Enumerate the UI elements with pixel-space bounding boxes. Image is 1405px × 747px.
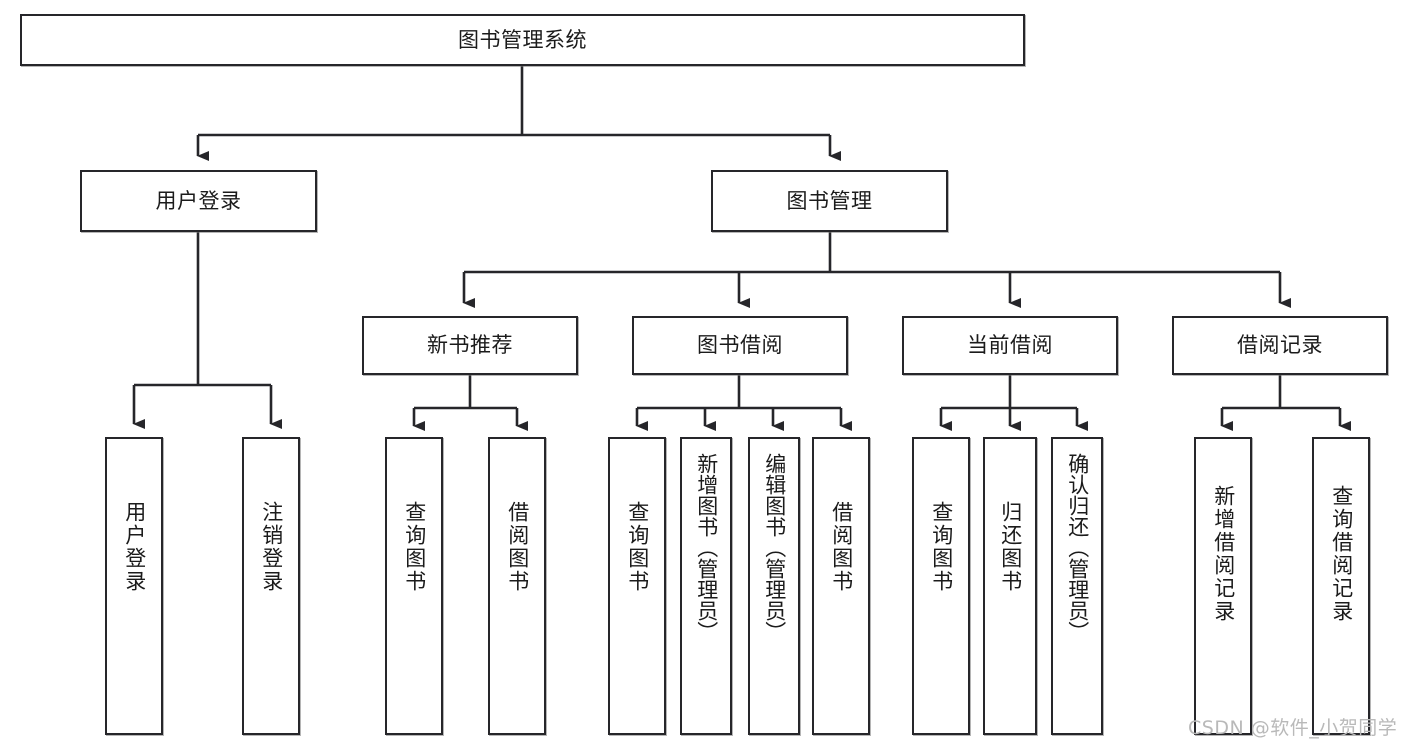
node-leaf-query-book-3[interactable]: 查询图书: [912, 437, 970, 735]
node-leaf-borrow-book-2[interactable]: 借阅图书: [812, 437, 870, 735]
node-leaf-user-login[interactable]: 用户登录: [105, 437, 163, 735]
node-leaf-edit-book[interactable]: 编辑图书（管理员）: [748, 437, 800, 735]
node-new-book-rec-label: 新书推荐: [427, 333, 513, 358]
node-leaf-add-book-label: 新增图书（管理员）: [694, 453, 719, 642]
node-book-borrow[interactable]: 图书借阅: [632, 316, 848, 375]
node-current-borrow-label: 当前借阅: [967, 333, 1053, 358]
node-leaf-logout-label: 注销登录: [259, 501, 284, 593]
node-root[interactable]: 图书管理系统: [20, 14, 1025, 66]
node-leaf-add-book[interactable]: 新增图书（管理员）: [680, 437, 732, 735]
node-leaf-query-book-1-label: 查询图书: [402, 501, 427, 593]
csdn-watermark: CSDN @软件_小贺同学: [1188, 717, 1398, 739]
node-leaf-query-record-label: 查询借阅记录: [1329, 485, 1354, 623]
node-user-login-label: 用户登录: [155, 188, 242, 213]
node-leaf-add-record[interactable]: 新增借阅记录: [1194, 437, 1252, 735]
node-current-borrow[interactable]: 当前借阅: [902, 316, 1118, 375]
node-leaf-query-book-3-label: 查询图书: [929, 501, 954, 593]
node-leaf-borrow-book-1[interactable]: 借阅图书: [488, 437, 546, 735]
node-book-borrow-label: 图书借阅: [697, 333, 783, 358]
node-leaf-query-book-1[interactable]: 查询图书: [385, 437, 443, 735]
node-borrow-record[interactable]: 借阅记录: [1172, 316, 1388, 375]
node-leaf-borrow-book-2-label: 借阅图书: [829, 501, 854, 593]
node-leaf-user-login-label: 用户登录: [122, 501, 147, 593]
node-leaf-logout[interactable]: 注销登录: [242, 437, 300, 735]
node-leaf-confirm-return[interactable]: 确认归还（管理员）: [1051, 437, 1103, 735]
node-root-label: 图书管理系统: [458, 27, 587, 52]
node-leaf-return-book[interactable]: 归还图书: [983, 437, 1037, 735]
node-leaf-query-book-2[interactable]: 查询图书: [608, 437, 666, 735]
node-leaf-borrow-book-1-label: 借阅图书: [505, 501, 530, 593]
node-leaf-confirm-return-label: 确认归还（管理员）: [1065, 453, 1090, 642]
node-leaf-add-record-label: 新增借阅记录: [1211, 485, 1236, 623]
node-leaf-query-book-2-label: 查询图书: [625, 501, 650, 593]
node-book-manage[interactable]: 图书管理: [711, 170, 948, 232]
node-user-login[interactable]: 用户登录: [80, 170, 317, 232]
node-borrow-record-label: 借阅记录: [1237, 333, 1323, 358]
node-book-manage-label: 图书管理: [786, 188, 873, 213]
node-leaf-query-record[interactable]: 查询借阅记录: [1312, 437, 1370, 735]
node-leaf-return-book-label: 归还图书: [998, 501, 1023, 593]
node-leaf-edit-book-label: 编辑图书（管理员）: [762, 453, 787, 642]
node-new-book-rec[interactable]: 新书推荐: [362, 316, 578, 375]
